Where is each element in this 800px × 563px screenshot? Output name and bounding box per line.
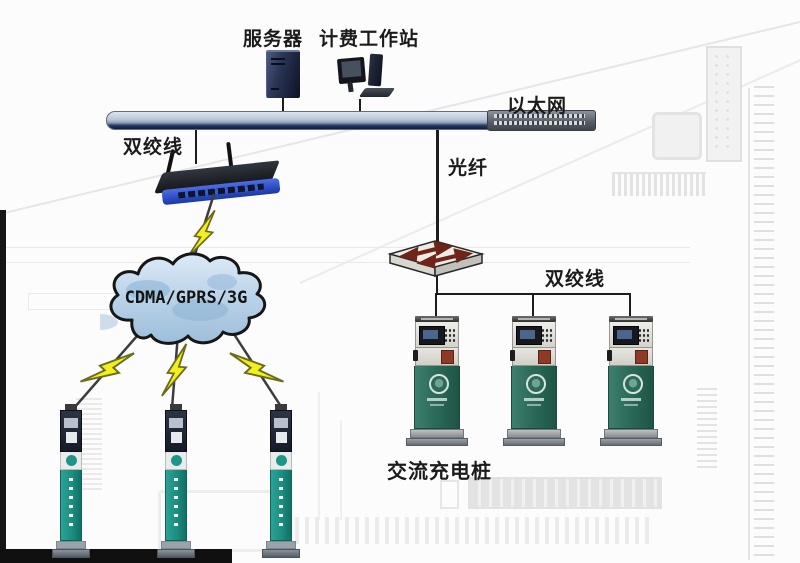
- ac-charging-pile-1: [406, 316, 468, 446]
- wire-drop-pile2: [532, 293, 534, 317]
- pile-keypad: [541, 328, 552, 343]
- connector-comb-shape: [612, 172, 706, 196]
- bg-ruler-ticks: [754, 86, 774, 560]
- server-tower-icon: [258, 47, 308, 98]
- card-reader: [635, 350, 648, 364]
- ethernet-label: 以太网: [507, 95, 568, 117]
- ws-keyboard: [358, 88, 396, 97]
- state-grid-logo: [429, 374, 449, 394]
- vertical-text-strip: [69, 478, 73, 532]
- cellular-cloud-icon: [100, 252, 267, 345]
- lightning-link-cloud-pile1: [73, 327, 145, 409]
- dip-chip-shape: [706, 46, 742, 162]
- workstation-icon: [336, 52, 398, 102]
- pile-screen: [613, 326, 639, 345]
- ws-monitor: [336, 56, 367, 85]
- vertical-text-strip: [279, 478, 283, 532]
- pile-keypad: [444, 328, 455, 343]
- wireless-charging-pile-2: [157, 404, 195, 558]
- lightning-link-cloud-pile2: [161, 333, 188, 409]
- pile-screen: [419, 326, 445, 345]
- black-bottom-strip: [0, 549, 232, 563]
- fiber-label: 光纤: [448, 157, 489, 179]
- card-reader: [538, 350, 551, 364]
- pile-logo: [275, 455, 287, 466]
- ac-charging-pile-label: 交流充电桩: [387, 459, 492, 483]
- wireless-charging-pile-1: [52, 404, 90, 558]
- pile-logo: [65, 455, 77, 466]
- card-reader: [441, 350, 454, 364]
- server-label: 服务器: [243, 28, 304, 50]
- state-grid-logo: [526, 374, 546, 394]
- wire-bus-router: [195, 128, 197, 164]
- workgroup-switch-icon: [387, 240, 485, 277]
- ac-charging-pile-3: [600, 316, 662, 446]
- wire-drop-pile1: [435, 293, 437, 317]
- bg-filmstrip-texture: [295, 517, 655, 544]
- wireless-charging-pile-3: [262, 404, 300, 558]
- vertical-text-strip: [174, 478, 178, 532]
- ac-charging-pile-2: [503, 316, 565, 446]
- pile-logo: [170, 455, 182, 466]
- cloud-network-label: CDMA/GPRS/3G: [124, 288, 248, 308]
- keyboard-shape: [468, 477, 662, 509]
- bg-trace: [318, 392, 320, 520]
- twisted-pair-left-label: 双绞线: [123, 136, 184, 158]
- bg-rail-line: [748, 88, 750, 560]
- rack-switch-icon: [487, 110, 596, 131]
- billing-workstation-label: 计费工作站: [319, 28, 420, 50]
- wire-fiber: [436, 128, 439, 242]
- wire-server-bus: [282, 95, 284, 113]
- bg-rect-outline: [440, 480, 459, 509]
- wire-hub-down: [436, 274, 438, 294]
- bg-trace: [340, 420, 342, 520]
- wire-drop-pile3: [629, 293, 631, 317]
- bg-hline: [0, 262, 690, 263]
- twisted-pair-right-label: 双绞线: [545, 268, 606, 290]
- pile-screen: [516, 326, 542, 345]
- lightning-link-cloud-pile3: [228, 327, 284, 409]
- black-left-strip: [0, 210, 6, 563]
- ws-tower: [367, 53, 384, 87]
- bg-ticks: [697, 388, 717, 470]
- bg-hline: [0, 247, 690, 248]
- state-grid-logo: [623, 374, 643, 394]
- pile-keypad: [638, 328, 649, 343]
- wire-workstation-bus: [359, 99, 361, 113]
- ic-chip-shape: [652, 112, 702, 160]
